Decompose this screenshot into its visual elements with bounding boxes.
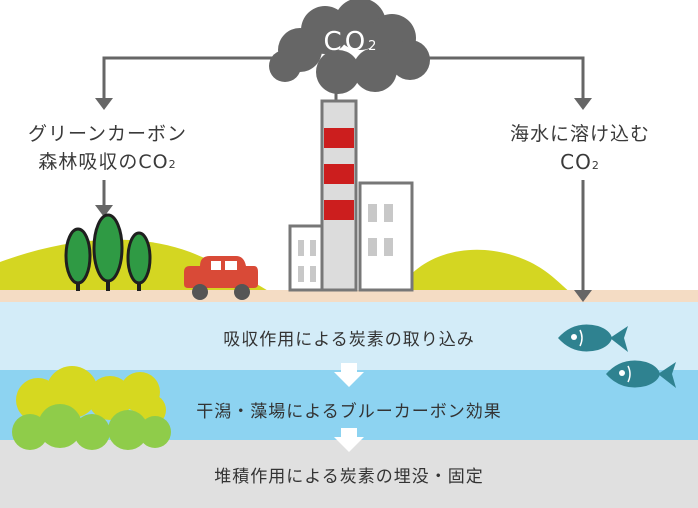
green-carbon-line2-sub: 2 <box>168 158 177 171</box>
cloud-subscript: 2 <box>368 39 377 54</box>
fish-2 <box>606 360 676 388</box>
band-blue-carbon-label: 干潟・藻場によるブルーカーボン効果 <box>196 402 502 422</box>
seawater-line2: CO2 <box>470 148 690 180</box>
cloud-label: CO2 <box>300 27 400 57</box>
seawater-line2-sub: 2 <box>591 159 600 172</box>
fish-1 <box>558 324 628 352</box>
factory <box>288 99 414 292</box>
cloud-co: CO <box>323 27 369 57</box>
green-carbon-label: グリーンカーボン 森林吸収のCO2 <box>0 120 215 179</box>
co2-cloud <box>269 0 430 94</box>
flow-arrows <box>102 56 585 292</box>
seawater-co2-label: 海水に溶け込む CO2 <box>470 120 690 180</box>
seaweed <box>12 366 171 450</box>
hill-right <box>398 249 570 292</box>
green-carbon-line2: 森林吸収のCO2 <box>0 148 215 179</box>
band-arrow-1 <box>334 363 364 387</box>
ground <box>0 290 698 302</box>
forest <box>64 213 152 291</box>
car <box>184 256 258 300</box>
green-carbon-line2-main: 森林吸収のCO <box>38 151 169 173</box>
green-carbon-line1: グリーンカーボン <box>27 123 188 145</box>
seawater-line1: 海水に溶け込む <box>509 123 650 145</box>
seawater-line2-main: CO <box>560 150 592 174</box>
arrow-heads <box>95 98 592 302</box>
band-arrow-2 <box>334 428 364 452</box>
band-absorption-label: 吸収作用による炭素の取り込み <box>223 330 475 350</box>
band-sediment-label: 堆積作用による炭素の埋没・固定 <box>214 467 484 487</box>
